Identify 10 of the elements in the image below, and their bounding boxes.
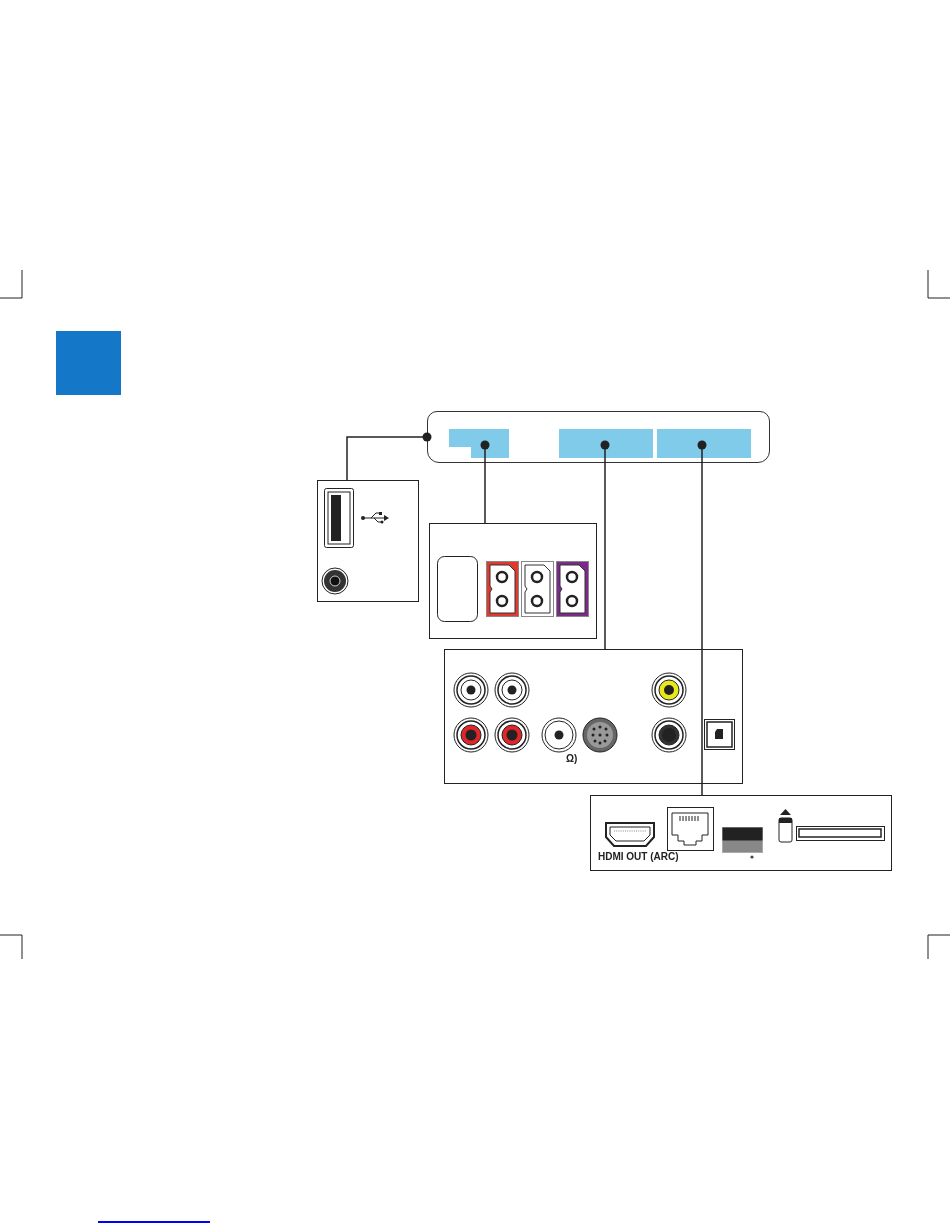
connector-area xyxy=(449,429,509,458)
port-label: HDMI OUT (ARC) xyxy=(598,851,679,863)
leader-line xyxy=(600,440,610,650)
connector-area xyxy=(657,429,751,458)
leader-line xyxy=(697,440,707,796)
leader-line xyxy=(346,432,432,481)
connector-area xyxy=(559,429,653,458)
device-body xyxy=(427,411,770,463)
port-label: Ω) xyxy=(566,753,578,765)
leader-line xyxy=(480,440,490,524)
